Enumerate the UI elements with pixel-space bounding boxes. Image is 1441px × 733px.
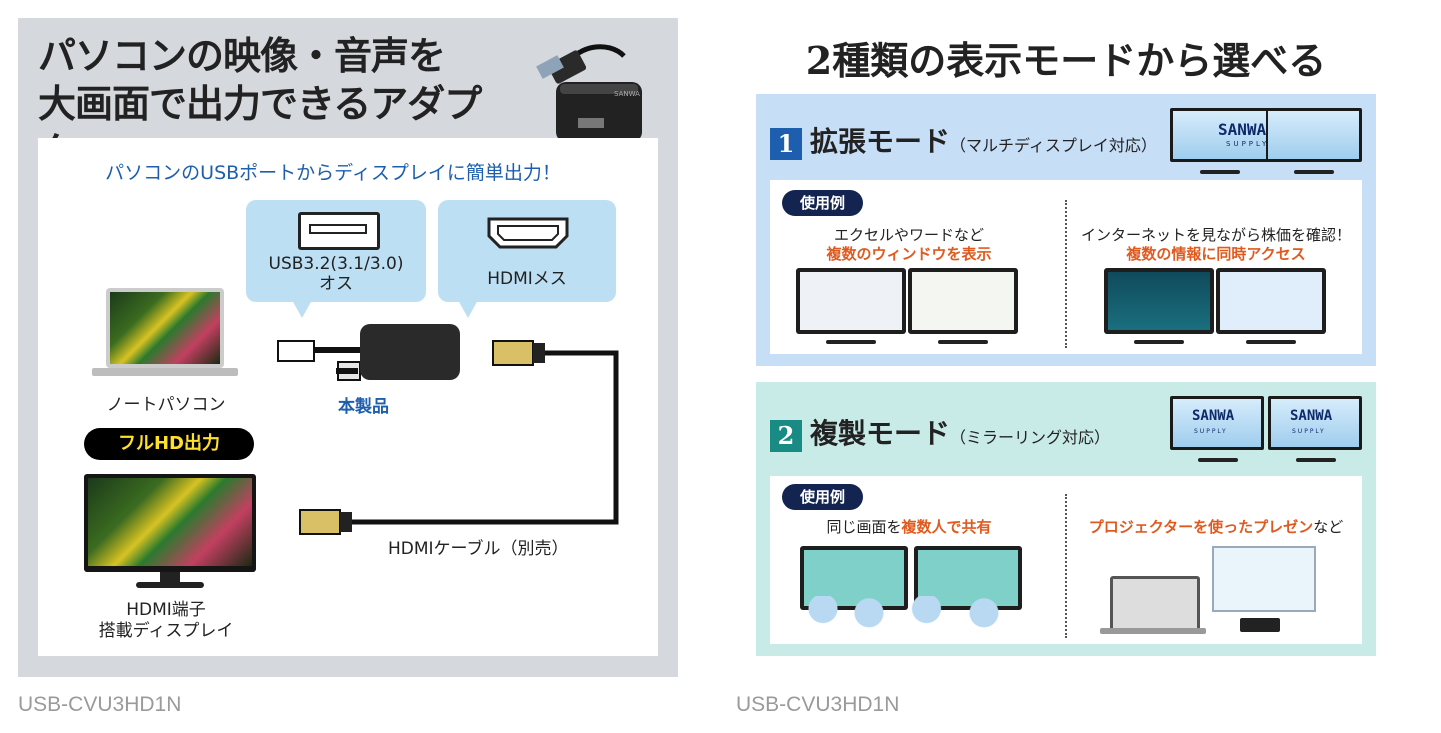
- usb-a-plug-icon: [277, 340, 315, 362]
- mode1-ex2-line1: インターネットを見ながら株価を確認！: [1080, 226, 1351, 244]
- right-caption: USB-CVU3HD1N: [736, 693, 900, 716]
- mode2-name: 複製モード: [810, 417, 951, 450]
- projector-presentation-image: [1100, 546, 1320, 638]
- mode1-logo: SANWA: [1218, 120, 1267, 139]
- mode1-number: 1: [770, 127, 802, 160]
- mode2-usage-pill: 使用例: [782, 484, 864, 510]
- fullhd-badge: フルHD出力: [84, 428, 254, 460]
- mode1-usage-card: 使用例 エクセルやワードなど 複数のウィンドウを表示 インターネットを見ながら株…: [770, 180, 1362, 354]
- hdmi-plug-top-icon: [492, 340, 534, 366]
- left-product-panel: パソコンの映像・音声を 大画面で出力できるアダプタ SANWA パソコンのUSB…: [18, 18, 678, 677]
- mode2-ex1-a: 同じ画面を: [826, 518, 902, 536]
- usb-label-line1: USB3.2(3.1/3.0): [268, 254, 404, 274]
- usb-port-icon: [298, 212, 380, 250]
- display-label: HDMI端子 搭載ディスプレイ: [78, 600, 254, 642]
- fullhd-badge-text: フルHD出力: [117, 433, 220, 454]
- mode2-sub: （ミラーリング対応）: [950, 428, 1111, 447]
- mode2-usage-card: 使用例 同じ画面を複数人で共有 プロジェクターを使ったプレゼンなど: [770, 476, 1362, 644]
- mode2-logo-left: SANWA: [1192, 408, 1235, 424]
- modes-title: 2種類の表示モードから選べる: [805, 38, 1327, 83]
- stock-monitors-image: [1104, 268, 1330, 348]
- adapter-product-image: SANWA: [528, 26, 668, 146]
- display-label-line1: HDMI端子: [126, 600, 206, 620]
- mode2-logo-sub-right: SUPPLY: [1292, 428, 1326, 435]
- mode1-ex1-line1: エクセルやワードなど: [833, 226, 984, 244]
- mode2-number: 2: [770, 419, 802, 452]
- spreadsheet-monitors-image: [796, 268, 1022, 348]
- mode2-ex2-a: プロジェクターを使ったプレゼン: [1088, 518, 1314, 536]
- mode2-logo-sub-left: SUPPLY: [1194, 428, 1228, 435]
- diagram-card: パソコンのUSBポートからディスプレイに簡単出力！ USB3.2(3.1/3.0…: [38, 138, 658, 656]
- hdmi-label: HDMIメス: [487, 269, 567, 289]
- left-panel-title: パソコンの映像・音声を 大画面で出力できるアダプタ: [38, 32, 518, 176]
- laptop-image: [92, 288, 242, 382]
- laptop-label: ノートパソコン: [106, 395, 226, 415]
- display-image: [84, 474, 256, 594]
- cable-diagram: [277, 324, 619, 535]
- mode2-ex1-b: 複数人で共有: [901, 518, 992, 536]
- mode1-dual-monitor-icon: SANWA SUPPLY: [1170, 108, 1364, 184]
- mode1-sub: （マルチディスプレイ対応）: [950, 136, 1157, 155]
- left-caption: USB-CVU3HD1N: [18, 693, 182, 716]
- usb-label-line2: オス: [319, 274, 353, 294]
- hdmi-connector-bubble: HDMIメス: [438, 200, 616, 318]
- product-label: 本製品: [338, 397, 389, 417]
- mode1-logo-sub: SUPPLY: [1226, 140, 1270, 148]
- display-label-line2: 搭載ディスプレイ: [98, 621, 234, 641]
- mode2-dual-monitor-icon: SANWA SUPPLY SANWA SUPPLY: [1170, 396, 1364, 472]
- adapter-body-icon: [360, 324, 460, 380]
- mode1-ex2-line2: 複数の情報に同時アクセス: [1126, 245, 1306, 263]
- mode1-usage-pill: 使用例: [782, 190, 864, 216]
- title-line-1: パソコンの映像・音声を: [38, 33, 446, 78]
- title-line-2: 大画面で出力できるアダプタ: [38, 81, 482, 174]
- mode2-ex2-b: など: [1313, 518, 1344, 536]
- adapter-brand-text: SANWA: [614, 90, 640, 98]
- mode1-name: 拡張モード: [810, 125, 951, 158]
- hdmi-port-icon: [486, 216, 570, 254]
- diagram-subtitle: パソコンのUSBポートからディスプレイに簡単出力！: [105, 162, 561, 184]
- usb-connector-bubble: USB3.2(3.1/3.0) オス: [246, 200, 426, 318]
- mode1-ex1-line2: 複数のウィンドウを表示: [826, 245, 992, 263]
- hdmi-plug-bottom-icon: [299, 509, 341, 535]
- shared-screen-audience-image: [800, 546, 1030, 638]
- cable-label: HDMIケーブル（別売）: [388, 539, 569, 559]
- mode2-logo-right: SANWA: [1290, 408, 1333, 424]
